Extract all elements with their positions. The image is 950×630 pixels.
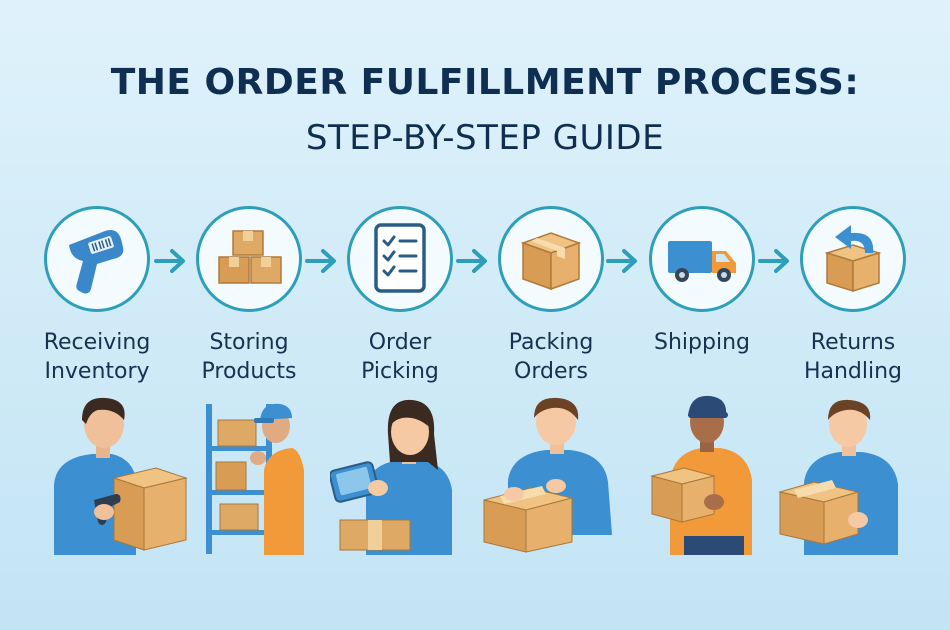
worker-shipping-illustration bbox=[640, 390, 790, 555]
step-2-circle bbox=[196, 206, 302, 312]
worker-scanning-illustration bbox=[44, 390, 194, 555]
step-3-circle bbox=[347, 206, 453, 312]
return-box-icon bbox=[824, 225, 882, 293]
checklist-icon bbox=[374, 223, 426, 293]
worker-shelving-illustration bbox=[196, 390, 346, 555]
delivery-truck-icon bbox=[668, 241, 736, 282]
arrow-right-icon bbox=[606, 249, 637, 273]
box-icon bbox=[520, 232, 582, 291]
page-title: THE ORDER FULFILLMENT PROCESS: bbox=[110, 62, 860, 103]
step-6-circle bbox=[800, 206, 906, 312]
barcode-scanner-icon bbox=[69, 230, 124, 294]
worker-packing-illustration bbox=[480, 390, 630, 555]
worker-picking-illustration bbox=[330, 390, 480, 555]
step-5-circle bbox=[649, 206, 755, 312]
step-1-circle bbox=[44, 206, 150, 312]
step-4-circle bbox=[498, 206, 604, 312]
page-subtitle: STEP-BY-STEP GUIDE bbox=[305, 118, 665, 158]
arrow-right-icon bbox=[305, 249, 336, 273]
arrow-right-icon bbox=[154, 249, 185, 273]
stacked-boxes-icon bbox=[218, 230, 282, 284]
arrow-right-icon bbox=[758, 249, 789, 273]
arrow-right-icon bbox=[456, 249, 487, 273]
step-5-label: Shipping bbox=[654, 330, 750, 355]
worker-returns-illustration bbox=[774, 390, 924, 555]
